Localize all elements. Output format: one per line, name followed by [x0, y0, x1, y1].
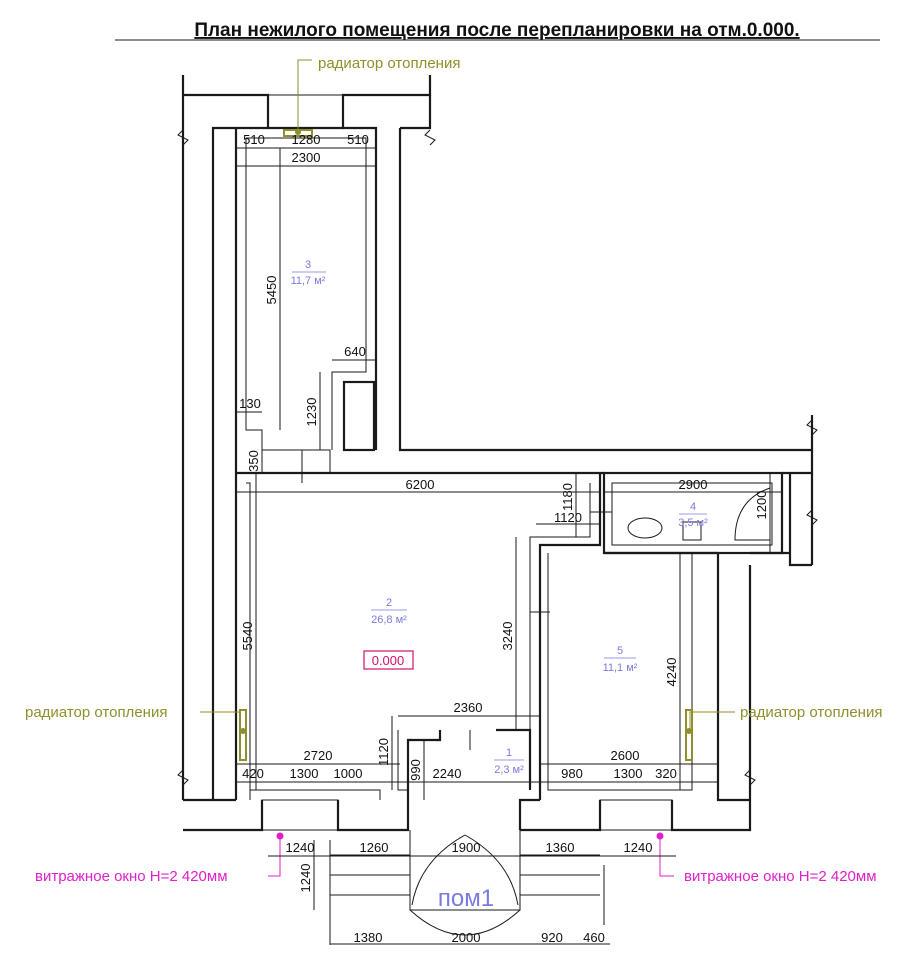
dim-5450: 5450	[264, 276, 279, 305]
dim-130: 130	[239, 396, 261, 411]
window-label-left: витражное окно Н=2 420мм	[35, 868, 228, 885]
dim-420: 420	[242, 766, 264, 781]
room-2-number: 2	[386, 597, 392, 609]
walls	[177, 75, 818, 945]
radiator-label-right: радиатор отопления	[740, 704, 882, 721]
window-markers	[268, 832, 674, 877]
radiator-label-top: радиатор отопления	[318, 55, 460, 72]
dim-1300-right: 1300	[614, 766, 643, 781]
dim-6200: 6200	[406, 477, 435, 492]
room-1-number: 1	[506, 747, 512, 759]
dim-2720: 2720	[304, 748, 333, 763]
room-labels: 3 11,7 м² 2 26,8 м² 4 3,5 м² 5 11,1 м² 1…	[291, 259, 709, 776]
dim-5540: 5540	[240, 622, 255, 651]
dim-4240: 4240	[664, 658, 679, 687]
room-5-area: 11,1 м²	[603, 662, 638, 674]
dim-2360: 2360	[454, 700, 483, 715]
dim-2300: 2300	[292, 150, 321, 165]
dim-1300-left: 1300	[290, 766, 319, 781]
dim-1120-mid: 1120	[376, 738, 391, 766]
elevation-mark: 0.000	[372, 653, 405, 668]
dim-460: 460	[583, 930, 605, 945]
dim-510-left: 510	[243, 132, 265, 147]
dimension-labels: 510 1280 510 2300 5450 640 1230 130 350 …	[239, 132, 769, 945]
dim-1240-vertical: 1240	[298, 864, 313, 893]
dim-1200: 1200	[754, 491, 769, 520]
dim-1240-right: 1240	[624, 840, 653, 855]
dim-1260: 1260	[360, 840, 389, 855]
dim-2900: 2900	[679, 477, 708, 492]
room-4-area: 3,5 м²	[678, 517, 708, 529]
dim-1120-top: 1120	[554, 510, 582, 525]
room-4-number: 4	[690, 501, 696, 513]
room-3-area: 11,7 м²	[291, 275, 326, 287]
dim-1380: 1380	[354, 930, 383, 945]
dim-1230: 1230	[304, 398, 319, 427]
dimension-lines	[236, 147, 782, 945]
dim-2000: 2000	[452, 930, 481, 945]
elevation-box	[363, 650, 414, 670]
window-label-right: витражное окно Н=2 420мм	[684, 868, 877, 885]
dim-980: 980	[561, 766, 583, 781]
room-1-area: 2,3 м²	[494, 764, 524, 776]
radiators	[200, 59, 735, 761]
dim-2600: 2600	[611, 748, 640, 763]
dim-510-right: 510	[347, 132, 369, 147]
radiator-label-left: радиатор отопления	[25, 704, 167, 721]
dim-640: 640	[344, 344, 366, 359]
dim-1180: 1180	[560, 483, 575, 511]
dim-990: 990	[408, 759, 423, 781]
plan-title: План нежилого помещения после перепланир…	[194, 20, 799, 41]
dim-1360: 1360	[546, 840, 575, 855]
room-2-area: 26,8 м²	[371, 614, 407, 626]
room-5-number: 5	[617, 645, 623, 657]
dim-2240: 2240	[433, 766, 462, 781]
dim-320: 320	[655, 766, 677, 781]
dim-1240-left: 1240	[286, 840, 315, 855]
dim-3240: 3240	[500, 622, 515, 651]
dim-1280-top: 1280	[292, 132, 321, 147]
dim-1000: 1000	[334, 766, 363, 781]
room-3-number: 3	[305, 259, 311, 271]
dim-1900: 1900	[452, 840, 481, 855]
dim-920: 920	[541, 930, 563, 945]
entrance-label: пом1	[438, 885, 494, 912]
dim-350: 350	[246, 450, 261, 472]
